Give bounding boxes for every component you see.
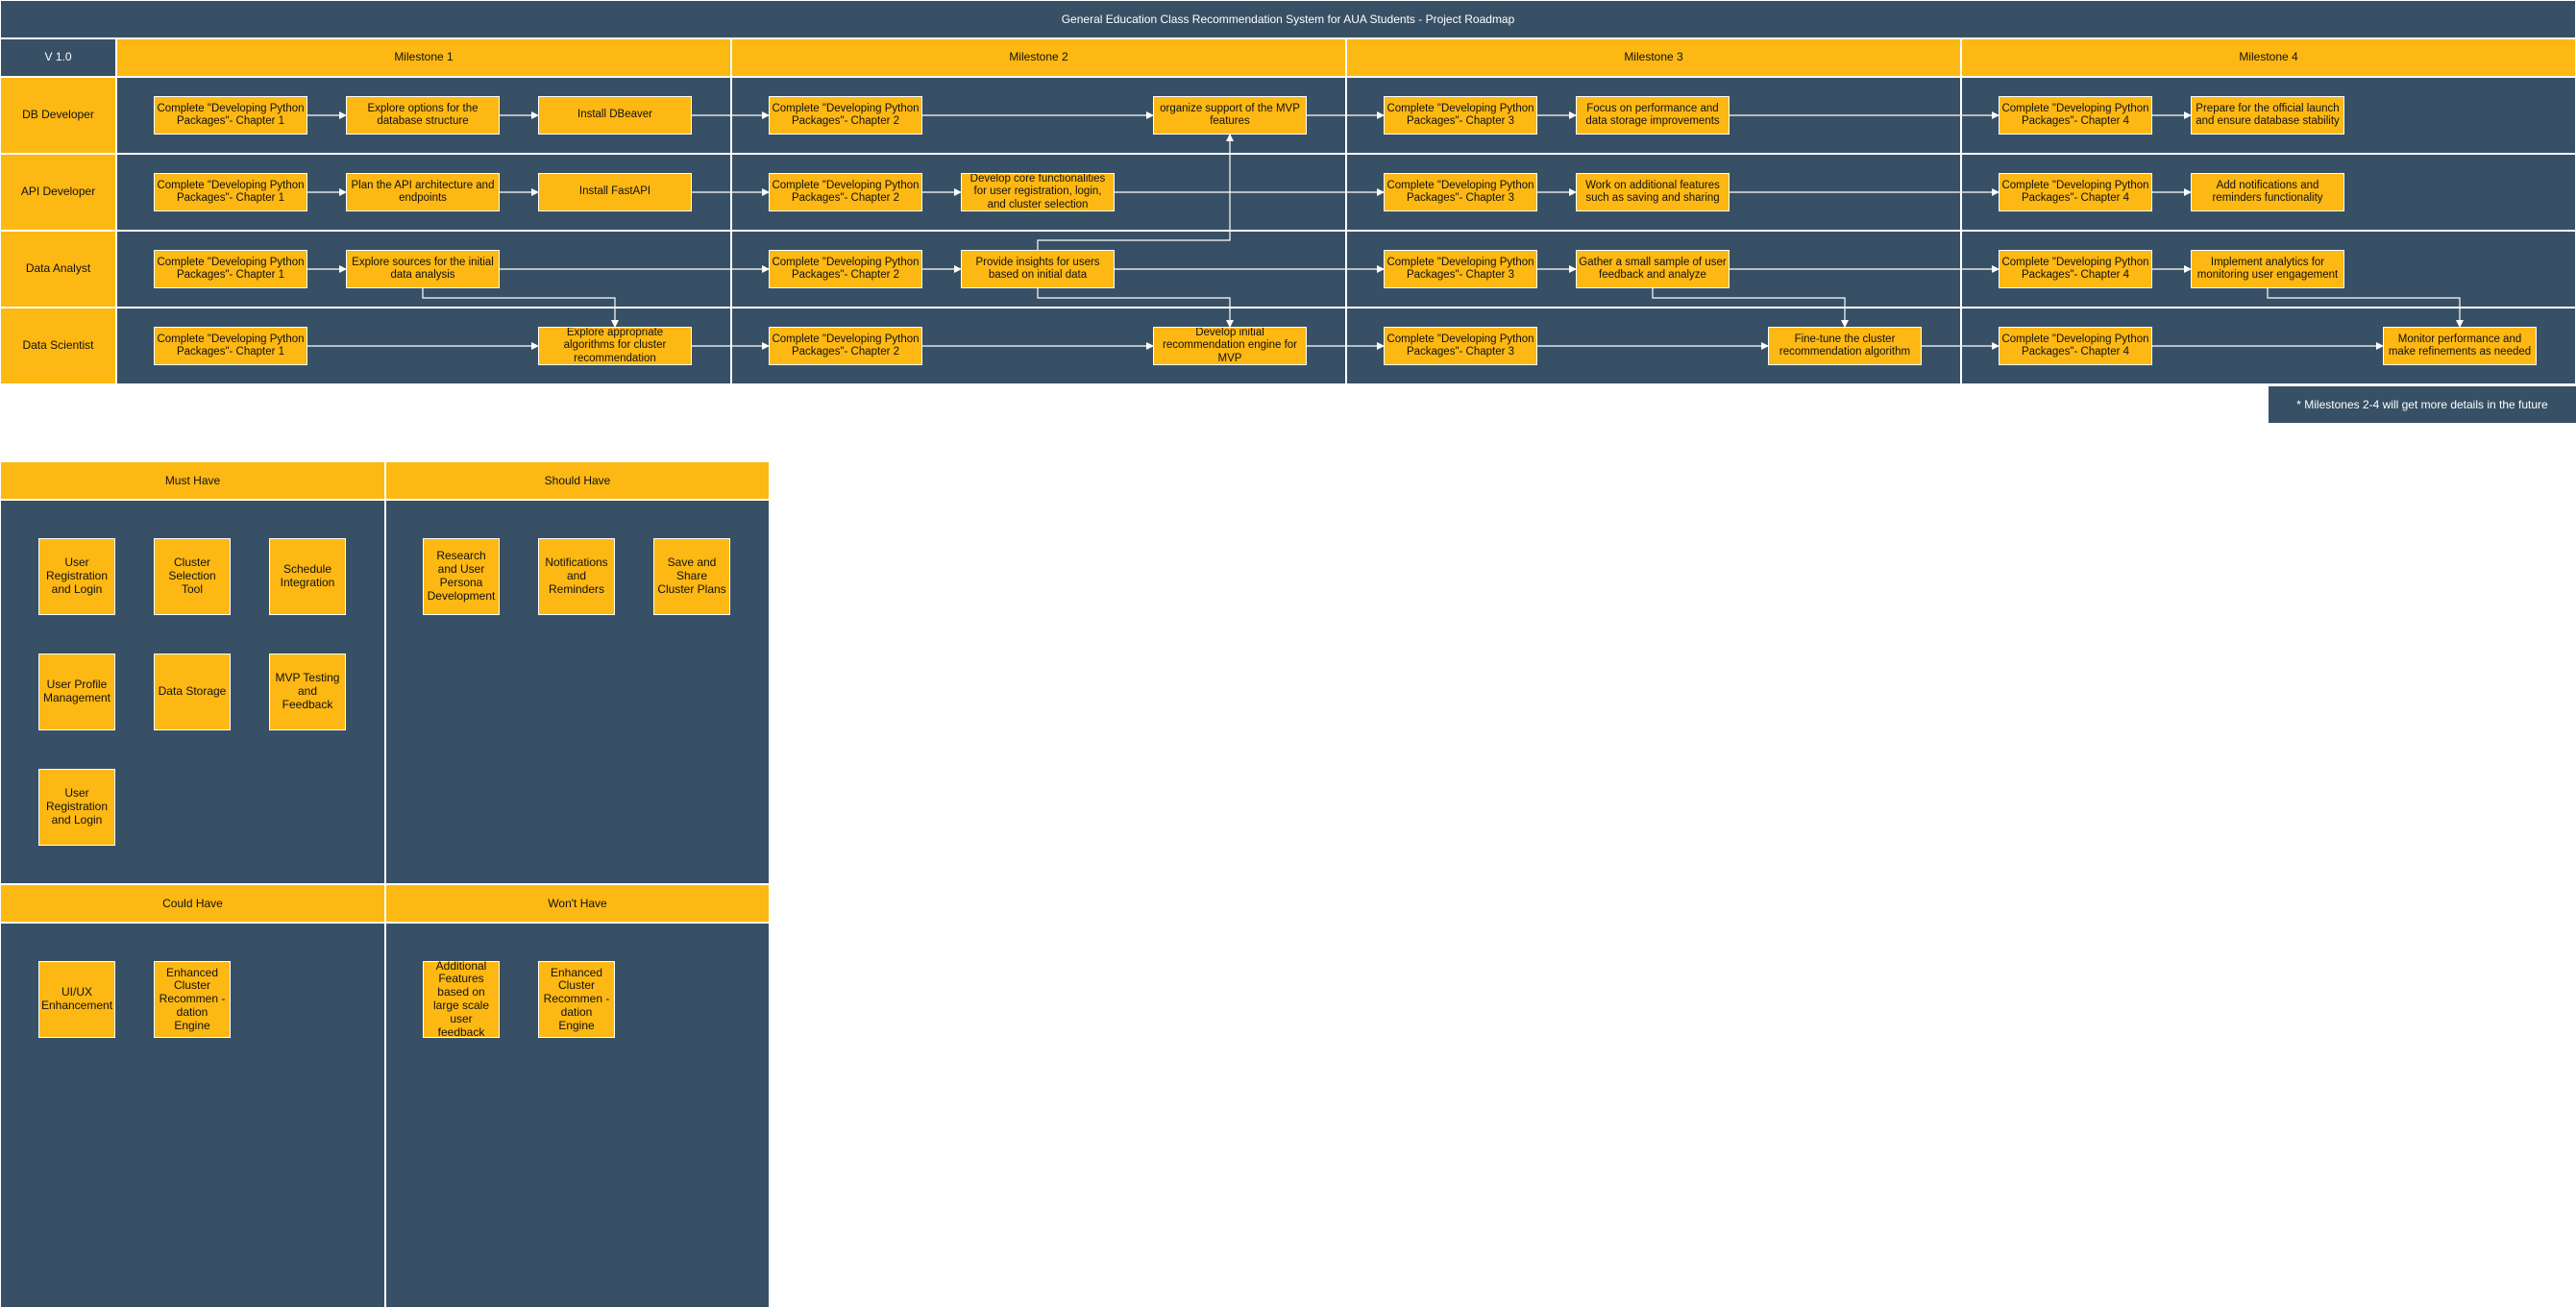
must-have-card: Cluster Selection Tool: [154, 538, 231, 615]
task-da-explore-sources: Explore sources for the initial data ana…: [346, 250, 500, 288]
task-api-chapter-1: Complete "Developing Python Packages"- C…: [154, 173, 307, 211]
task-api-chapter-2: Complete "Developing Python Packages"- C…: [769, 173, 922, 211]
task-api-install-fastapi: Install FastAPI: [538, 173, 692, 211]
should-have-header: Should Have: [385, 461, 770, 500]
task-ds-monitor-performance: Monitor performance and make refinements…: [2383, 327, 2537, 365]
task-api-additional-features: Work on additional features such as savi…: [1576, 173, 1730, 211]
must-have-card: User Profile Management: [38, 654, 115, 730]
task-ds-chapter-3: Complete "Developing Python Packages"- C…: [1384, 327, 1537, 365]
must-have-card: MVP Testing and Feedback: [269, 654, 346, 730]
milestones-note: * Milestones 2-4 will get more details i…: [2269, 386, 2576, 423]
must-have-header: Must Have: [0, 461, 385, 500]
task-db-mvp-support: organize support of the MVP features: [1153, 96, 1307, 135]
role-api-developer: API Developer: [0, 154, 116, 231]
wont-have-card: Enhanced Cluster Recommen -dation Engine: [538, 961, 615, 1038]
role-db-developer: DB Developer: [0, 77, 116, 154]
task-db-chapter-3: Complete "Developing Python Packages"- C…: [1384, 96, 1537, 135]
task-api-chapter-3: Complete "Developing Python Packages"- C…: [1384, 173, 1537, 211]
should-have-card: Research and User Persona Development: [423, 538, 500, 615]
milestone-3-header: Milestone 3: [1346, 38, 1961, 77]
task-da-chapter-3: Complete "Developing Python Packages"- C…: [1384, 250, 1537, 288]
task-da-gather-feedback: Gather a small sample of user feedback a…: [1576, 250, 1730, 288]
task-ds-chapter-4: Complete "Developing Python Packages"- C…: [1999, 327, 2152, 365]
version-label: V 1.0: [0, 38, 116, 77]
must-have-card: Data Storage: [154, 654, 231, 730]
task-api-chapter-4: Complete "Developing Python Packages"- C…: [1999, 173, 2152, 211]
could-have-card: UI/UX Enhancement: [38, 961, 115, 1038]
wont-have-card: Additional Features based on large scale…: [423, 959, 500, 1038]
task-db-chapter-4: Complete "Developing Python Packages"- C…: [1999, 96, 2152, 135]
task-db-launch-prep: Prepare for the official launch and ensu…: [2191, 96, 2344, 135]
task-api-core-functionality: Develop core functionalities for user re…: [961, 173, 1115, 211]
task-da-implement-analytics: Implement analytics for monitoring user …: [2191, 250, 2344, 288]
milestone-1-header: Milestone 1: [116, 38, 731, 77]
wont-have-header: Won't Have: [385, 884, 770, 923]
task-da-insights: Provide insights for users based on init…: [961, 250, 1115, 288]
task-db-chapter-1: Complete "Developing Python Packages"- C…: [154, 96, 307, 135]
must-have-card: User Registration and Login: [38, 538, 115, 615]
task-ds-chapter-2: Complete "Developing Python Packages"- C…: [769, 327, 922, 365]
task-db-explore-structure: Explore options for the database structu…: [346, 96, 500, 135]
task-api-plan-architecture: Plan the API architecture and endpoints: [346, 173, 500, 211]
task-ds-chapter-1: Complete "Developing Python Packages"- C…: [154, 327, 307, 365]
milestone-4-header: Milestone 4: [1961, 38, 2576, 77]
could-have-header: Could Have: [0, 884, 385, 923]
task-ds-fine-tune: Fine-tune the cluster recommendation alg…: [1768, 327, 1922, 365]
task-api-notifications: Add notifications and reminders function…: [2191, 173, 2344, 211]
must-have-card: Schedule Integration: [269, 538, 346, 615]
role-data-scientist: Data Scientist: [0, 308, 116, 384]
task-db-install-dbeaver: Install DBeaver: [538, 96, 692, 135]
task-db-chapter-2: Complete "Developing Python Packages"- C…: [769, 96, 922, 135]
role-data-analyst: Data Analyst: [0, 231, 116, 308]
should-have-card: Save and Share Cluster Plans: [653, 538, 730, 615]
task-da-chapter-1: Complete "Developing Python Packages"- C…: [154, 250, 307, 288]
task-db-performance: Focus on performance and data storage im…: [1576, 96, 1730, 135]
task-ds-explore-algorithms: Explore appropriate algorithms for clust…: [538, 327, 692, 365]
must-have-card: User Registration and Login: [38, 769, 115, 846]
task-ds-recommendation-engine: Develop initial recommendation engine fo…: [1153, 327, 1307, 365]
task-da-chapter-4: Complete "Developing Python Packages"- C…: [1999, 250, 2152, 288]
task-da-chapter-2: Complete "Developing Python Packages"- C…: [769, 250, 922, 288]
roadmap-title: General Education Class Recommendation S…: [0, 0, 2576, 38]
should-have-card: Notifications and Reminders: [538, 538, 615, 615]
milestone-2-header: Milestone 2: [731, 38, 1346, 77]
could-have-card: Enhanced Cluster Recommen -dation Engine: [154, 961, 231, 1038]
